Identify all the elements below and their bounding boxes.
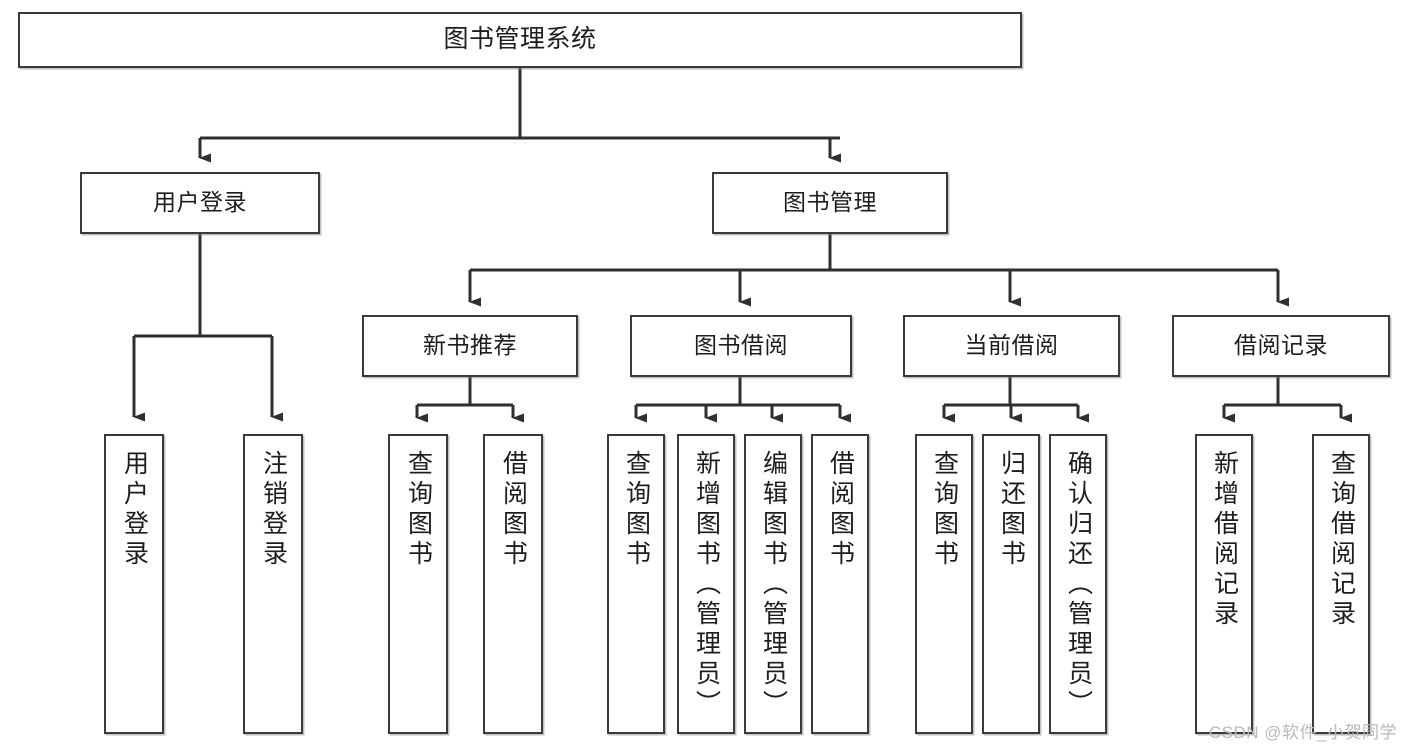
leaf-borrow-query-book[interactable]: 查询图书 [607,434,665,734]
node-label: 新增借阅记录 [1210,450,1239,630]
node-borrow-record[interactable]: 借阅记录 [1172,315,1390,377]
node-label: 借阅图书 [826,450,855,570]
node-label: 图书借阅 [694,332,788,359]
node-label: 借阅记录 [1234,332,1328,359]
leaf-current-return-book[interactable]: 归还图书 [982,434,1040,734]
leaf-logout[interactable]: 注销登录 [243,434,303,734]
leaf-borrow-add-book-admin[interactable]: 新增图书（管理员） [677,434,735,734]
node-label: 新书推荐 [423,332,517,359]
leaf-user-login[interactable]: 用户登录 [104,434,164,734]
node-label: 查询图书 [930,450,959,570]
leaf-record-query-borrow-record[interactable]: 查询借阅记录 [1312,434,1370,734]
node-label: 归还图书 [997,450,1026,570]
node-label: 查询图书 [404,450,433,570]
node-book-borrow[interactable]: 图书借阅 [630,315,852,377]
node-label: 用户登录 [120,450,149,570]
node-new-book-recommend[interactable]: 新书推荐 [362,315,578,377]
node-current-borrow[interactable]: 当前借阅 [903,315,1120,377]
node-user-login[interactable]: 用户登录 [80,172,320,234]
node-label: 注销登录 [259,450,288,570]
leaf-borrow-edit-book-admin[interactable]: 编辑图书（管理员） [744,434,802,734]
leaf-current-confirm-return-admin[interactable]: 确认归还（管理员） [1049,434,1107,734]
node-book-management[interactable]: 图书管理 [712,172,948,234]
leaf-record-add-borrow-record[interactable]: 新增借阅记录 [1195,434,1253,734]
node-label: 用户登录 [153,189,247,216]
node-label: 查询借阅记录 [1327,450,1356,630]
node-label: 图书管理系统 [443,25,597,54]
node-label: 新增图书（管理员） [692,450,721,720]
leaf-newbook-query-book[interactable]: 查询图书 [388,434,448,734]
node-label: 借阅图书 [499,450,528,570]
leaf-newbook-borrow-book[interactable]: 借阅图书 [483,434,543,734]
node-label: 当前借阅 [964,332,1059,359]
node-label: 确认归还（管理员） [1064,450,1093,720]
node-root-book-management-system[interactable]: 图书管理系统 [18,12,1022,68]
leaf-current-query-book[interactable]: 查询图书 [915,434,973,734]
leaf-borrow-borrow-book[interactable]: 借阅图书 [811,434,869,734]
node-label: 编辑图书（管理员） [759,450,788,720]
node-label: 查询图书 [622,450,651,570]
node-label: 图书管理 [783,189,877,216]
